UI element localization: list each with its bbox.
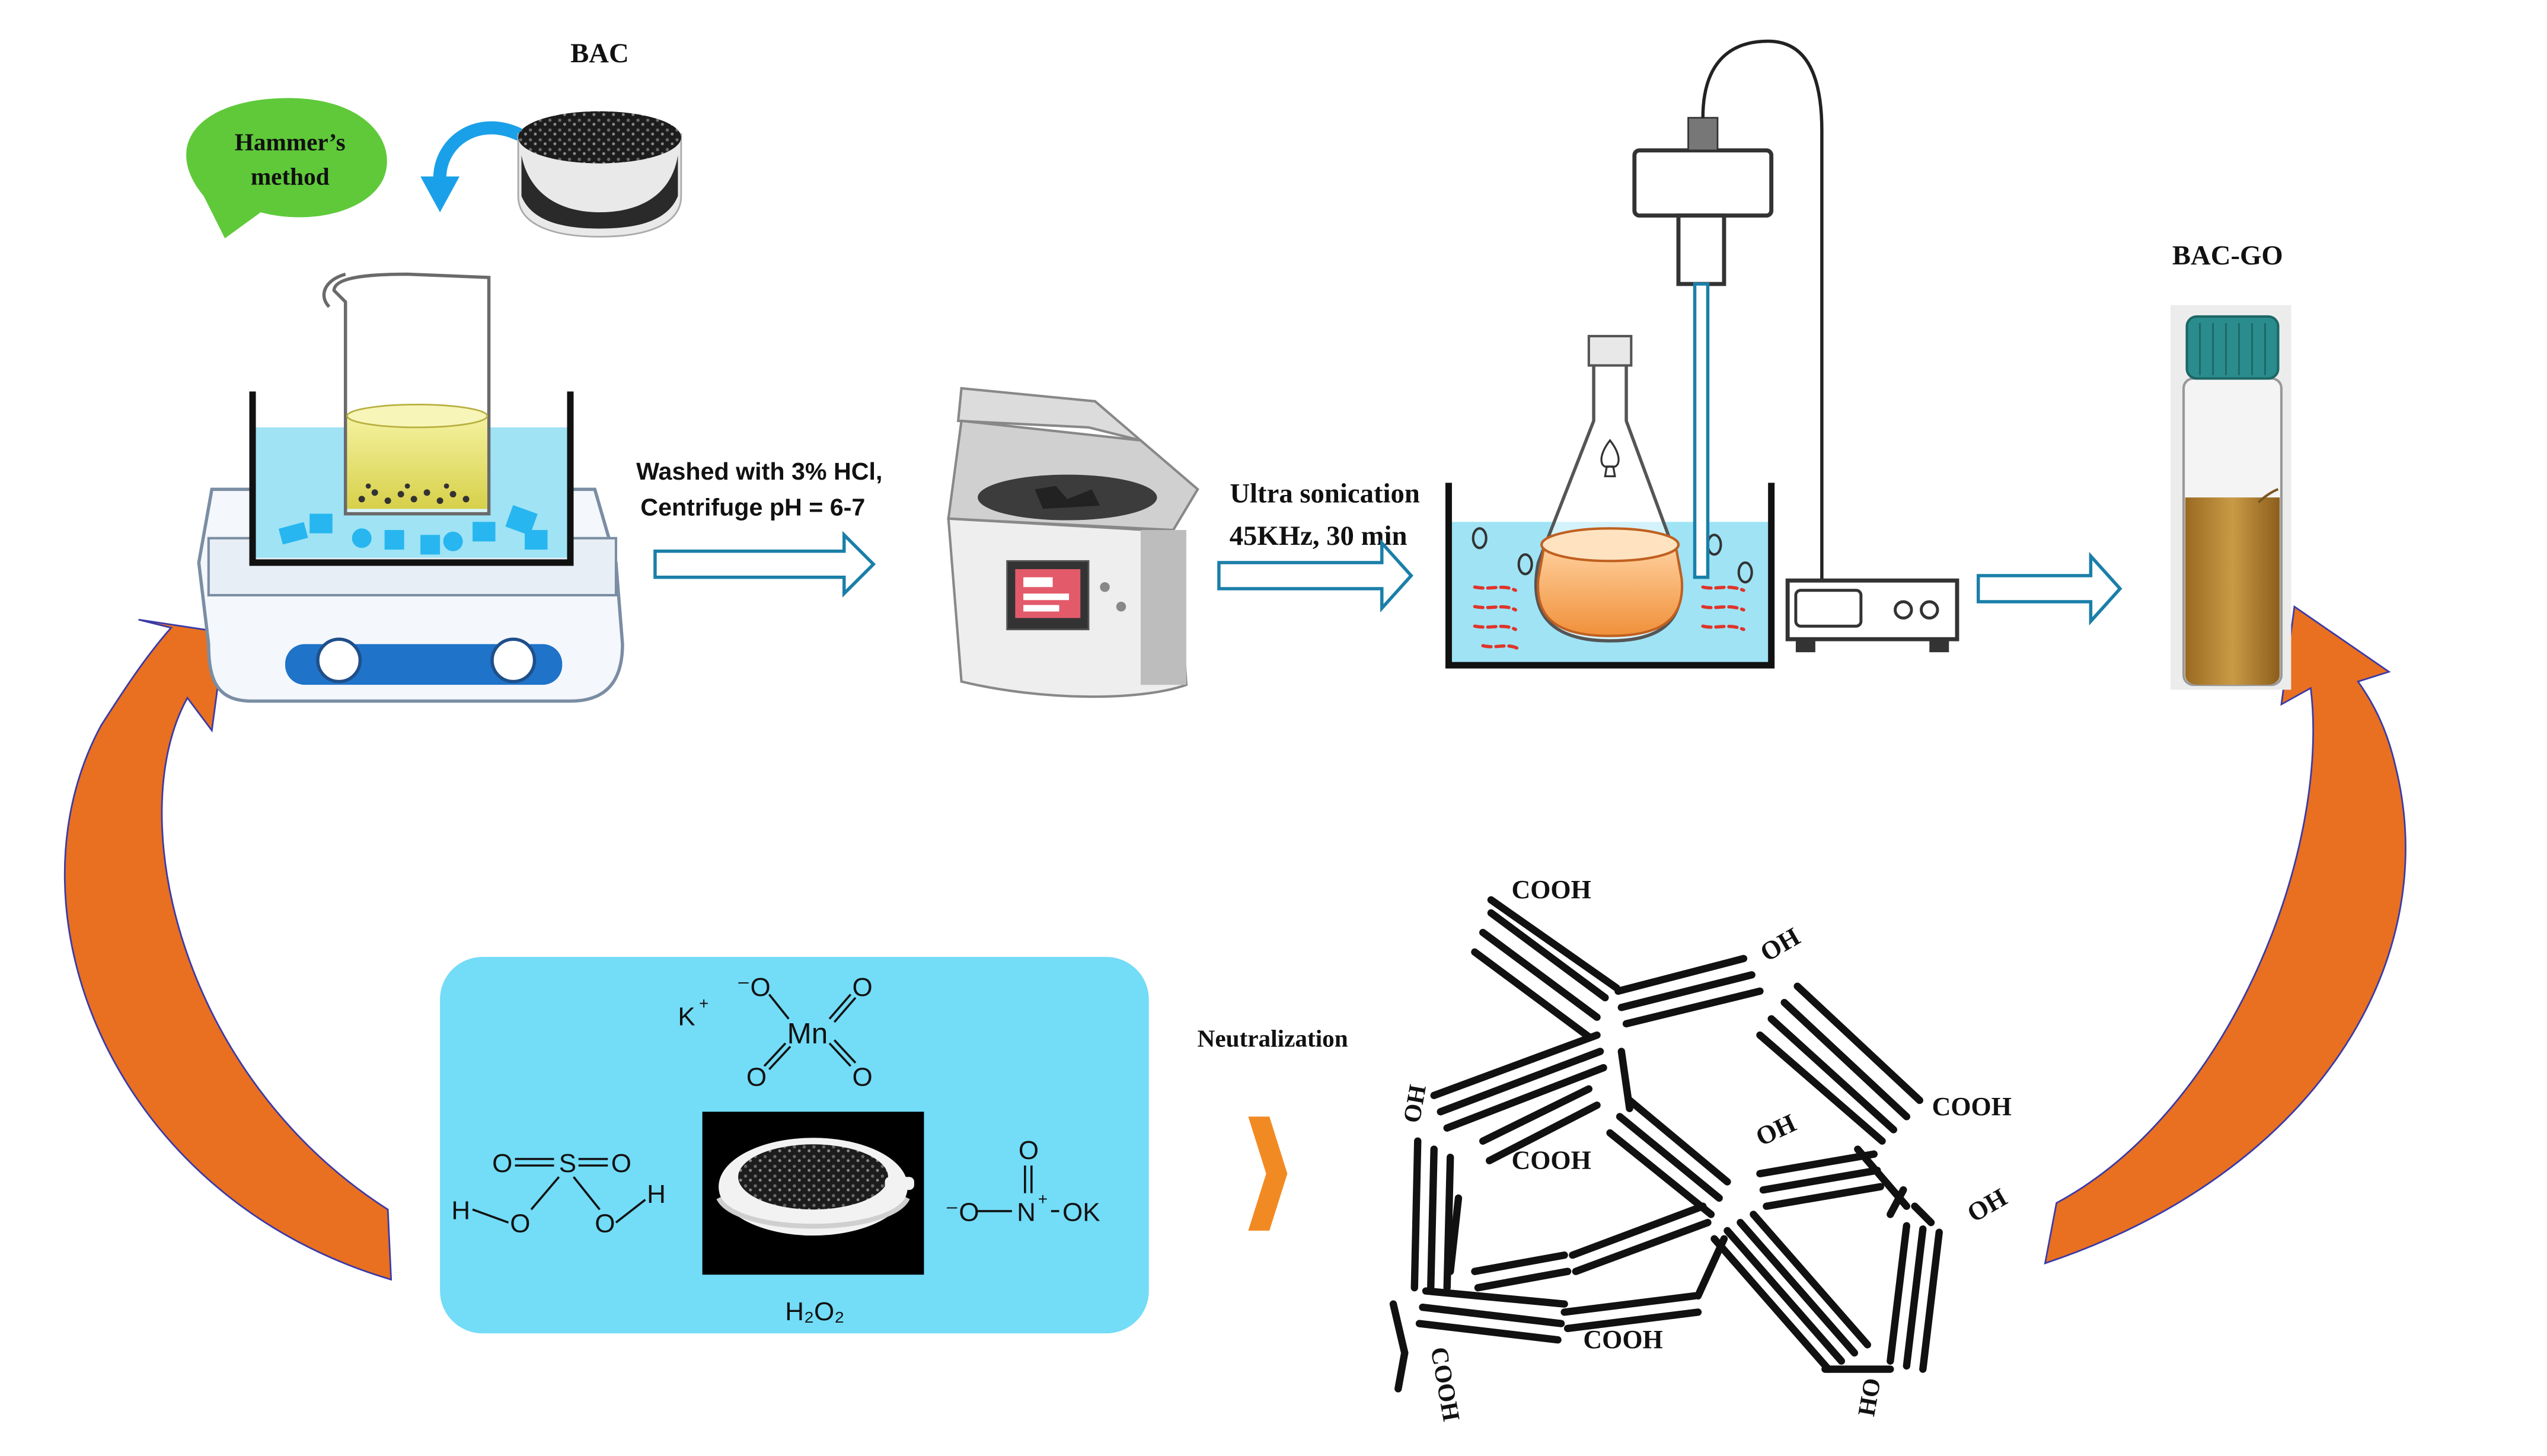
hammers-method-bubble: Hammer’s method [186,98,387,239]
spade-icon [1600,439,1620,477]
mn-oxygen-bottomleft: O [746,1062,767,1091]
outline-arrow-2 [1217,538,1413,613]
group-cooh-right: COOH [1932,1092,2012,1121]
reagent-box: K + Mn ⁻O O O O O S O H O O H [440,957,1149,1334]
graphene-oxide-structure [1389,896,1943,1393]
group-cooh-bottom: COOH [1583,1325,1662,1354]
nitrate-oxygen-top: O [1019,1136,1039,1165]
washed-label-line2: Centrifuge pH = 6-7 [640,493,865,521]
mn-oxygen-bottomright: O [852,1062,872,1091]
group-oh-right: OH [1962,1183,2012,1228]
sulfur-atom: S [559,1149,576,1178]
potassium-ion: K [678,1002,695,1032]
centrifuge [947,387,1199,698]
bac-go-label: BAC-GO [2172,240,2283,271]
group-cooh-top: COOH [1511,875,1591,904]
sonication-setup [1445,39,1959,669]
group-ho-bottom: HO [1852,1376,1885,1418]
outline-arrow-3 [1977,551,2122,626]
sulfur-oxygen-left: O [492,1149,512,1178]
mn-oxygen-topleft: ⁻O [736,973,770,1002]
group-cooh-center: COOH [1511,1145,1591,1174]
sulfur-hydroxyl-oxygen-left: O [510,1209,530,1238]
neutralization-label: Neutralization [1198,1024,1348,1052]
bac-label: BAC [570,38,629,69]
curved-arrow-right [2044,605,2406,1265]
hotplate-setup [197,272,624,703]
ultrasonication-line2: 45KHz, 30 min [1230,521,1407,551]
sulfur-oxygen-right: O [611,1149,631,1178]
potassium-charge: + [699,994,708,1013]
dial-knob-icon [490,637,537,684]
nitrate-nitrogen: N [1017,1198,1036,1227]
ultrasonication-line1: Ultra sonication [1230,478,1420,509]
group-oh-center: OH [1751,1108,1801,1151]
h2o2-label: H₂O₂ [785,1297,844,1326]
bac-bowl [517,111,682,238]
sulfur-hydroxyl-oxygen-right: O [595,1209,615,1238]
sulfur-hydrogen-right: H [647,1180,666,1209]
group-oh-top-right: OH [1756,922,1805,968]
sulfur-hydrogen-left: H [451,1196,470,1225]
neutralization-arrow [1248,1116,1288,1231]
curl-arrow-icon [433,121,525,190]
curved-arrow-left [63,618,392,1281]
dial-knob-icon [316,637,362,684]
nitrate-ok: OK [1062,1198,1100,1227]
group-oh-left: OH [1397,1083,1431,1125]
outline-arrow-1 [653,531,876,598]
mn-oxygen-topright: O [852,973,872,1002]
group-cooh-bottom-left: COOH [1425,1345,1465,1423]
bac-go-vial [2171,305,2291,690]
washed-label-line1: Washed with 3% HCl, [636,458,882,485]
nitrate-oxygen-minus: ⁻O [945,1198,979,1227]
manganese-atom: Mn [787,1017,828,1050]
nitrate-nitrogen-charge: + [1038,1190,1048,1208]
hammers-method-line1: Hammer’s [235,129,346,156]
hammers-method-line2: method [251,162,330,190]
